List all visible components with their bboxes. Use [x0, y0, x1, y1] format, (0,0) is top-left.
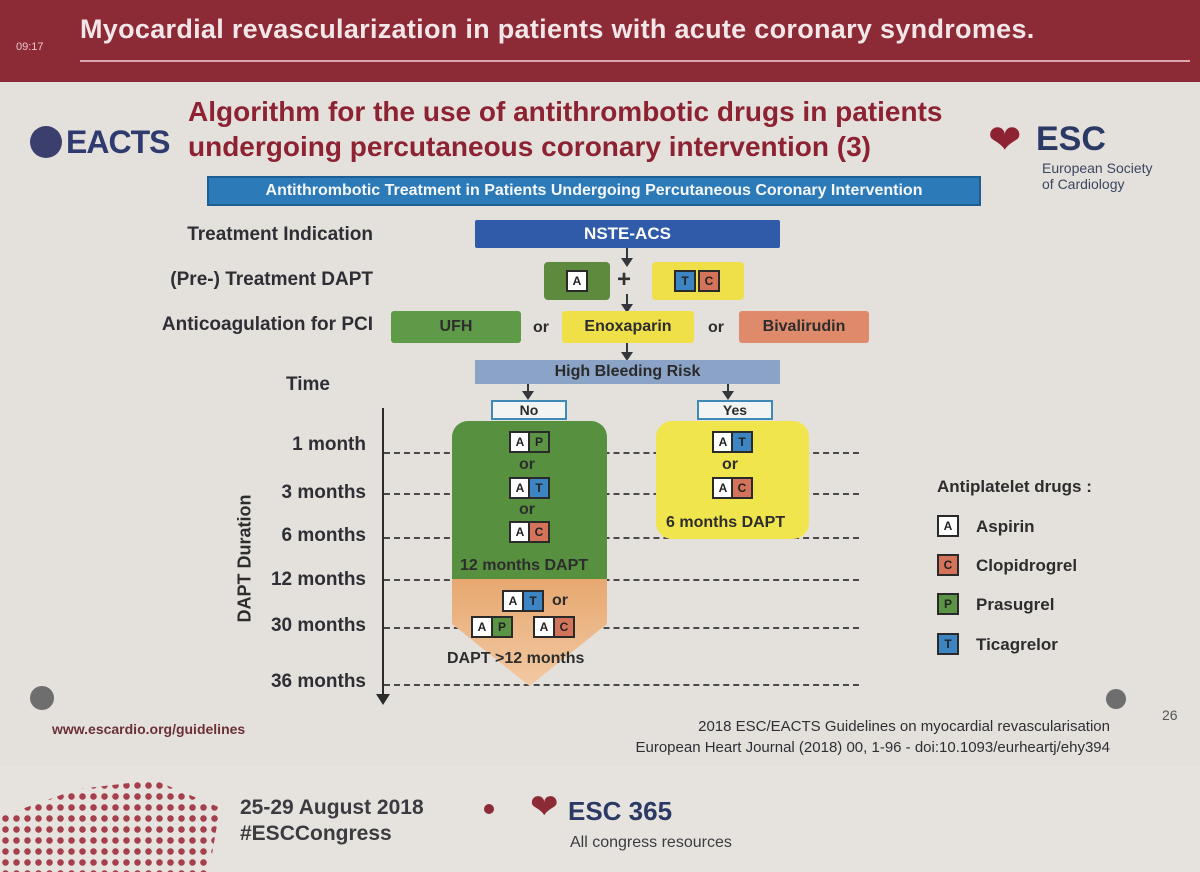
dapt-p2y12-box: T C	[652, 262, 744, 300]
slide-next-dot[interactable]	[1106, 689, 1126, 709]
esc-logo: ❤ ESC European Society of Cardiology	[988, 116, 1188, 196]
dapt-duration-axis-title: DAPT Duration	[235, 489, 256, 629]
drug-t-square: T	[674, 270, 696, 292]
eacts-wordmark: EACTS	[66, 124, 169, 161]
drug-a-square: A	[471, 616, 493, 638]
drug-c-square: C	[528, 521, 550, 543]
arrow-down-icon	[522, 391, 534, 400]
time-label-1-month: 1 month	[220, 434, 366, 456]
drug-t-square: T	[731, 431, 753, 453]
drug-a-square: A	[566, 270, 588, 292]
slide-number: 26	[1162, 707, 1178, 723]
extended-duration: DAPT >12 months	[447, 650, 584, 668]
esc365-brand: ESC 365	[568, 796, 672, 827]
session-header: 09:17 Myocardial revascularization in pa…	[0, 0, 1200, 82]
dapt-label: (Pre-) Treatment DAPT	[100, 269, 373, 291]
legend-ticagrelor-label: Ticagrelor	[976, 635, 1058, 655]
title-divider	[80, 60, 1190, 62]
time-label-36-months: 36 months	[220, 671, 366, 693]
legend-clopidogrel-square: C	[937, 554, 959, 576]
legend-clopidogrel-label: Clopidrogrel	[976, 556, 1077, 576]
time-heading: Time	[240, 374, 330, 396]
dots-pattern	[0, 780, 220, 872]
section-banner: Antithrombotic Treatment in Patients Und…	[207, 176, 981, 206]
esc-wordmark: ESC	[1036, 120, 1106, 159]
anticoag-label: Anticoagulation for PCI	[100, 314, 373, 336]
congress-hashtag: #ESCCongress	[240, 822, 392, 846]
drug-a-square: A	[502, 590, 524, 612]
drug-p-square: P	[528, 431, 550, 453]
plus-icon: +	[617, 266, 631, 294]
slide-prev-dot[interactable]	[30, 686, 54, 710]
esc-subtitle-line1: European Society	[1042, 160, 1153, 176]
congress-dates: 25-29 August 2018	[240, 796, 424, 820]
citation: 2018 ESC/EACTS Guidelines on myocardial …	[560, 716, 1110, 758]
esc365-subtitle: All congress resources	[570, 834, 732, 852]
legend-aspirin-square: A	[937, 515, 959, 537]
slide-title-line1: Algorithm for the use of antithrombotic …	[188, 94, 988, 129]
yes-branch-duration: 6 months DAPT	[666, 514, 785, 532]
or-text: or	[552, 592, 568, 610]
session-title: Myocardial revascularization in patients…	[80, 14, 1035, 45]
time-axis	[382, 408, 384, 698]
drug-c-square: C	[731, 477, 753, 499]
esc-subtitle: European Society of Cardiology	[1042, 160, 1153, 192]
slide-title: Algorithm for the use of antithrombotic …	[188, 94, 988, 164]
legend-title: Antiplatelet drugs :	[937, 477, 1092, 497]
slide: EACTS Algorithm for the use of antithrom…	[0, 82, 1200, 766]
heart-icon: ❤	[988, 120, 1022, 160]
legend-prasugrel-square: P	[937, 593, 959, 615]
citation-line1: 2018 ESC/EACTS Guidelines on myocardial …	[560, 716, 1110, 737]
eacts-logo: EACTS	[30, 124, 180, 164]
no-tag: No	[491, 400, 567, 420]
enoxaparin-box: Enoxaparin	[562, 311, 694, 343]
ufh-box: UFH	[391, 311, 521, 343]
esc-subtitle-line2: of Cardiology	[1042, 176, 1153, 192]
or-text: or	[708, 319, 724, 337]
no-bleeding-panel: A P or A T or A C 12 months DAPT	[452, 421, 607, 579]
time-label-12-months: 12 months	[220, 569, 366, 591]
drug-a-square: A	[533, 616, 555, 638]
timeline-30-months	[384, 627, 859, 629]
bleeding-risk-panel: A T or A C 6 months DAPT	[656, 421, 809, 539]
congress-footer: 25-29 August 2018 #ESCCongress ❤ ESC 365…	[0, 766, 1200, 872]
legend-aspirin-label: Aspirin	[976, 517, 1035, 537]
separator-dot	[484, 804, 494, 814]
drug-t-square: T	[528, 477, 550, 499]
drug-c-square: C	[553, 616, 575, 638]
axis-arrow-down-icon	[376, 694, 390, 705]
slide-title-line2: undergoing percutaneous coronary interve…	[188, 129, 988, 164]
time-label-30-months: 30 months	[220, 615, 366, 637]
citation-line2: European Heart Journal (2018) 00, 1-96 -…	[560, 737, 1110, 758]
legend-ticagrelor-square: T	[937, 633, 959, 655]
guidelines-url[interactable]: www.escardio.org/guidelines	[52, 721, 245, 737]
timeline-36-months	[384, 684, 859, 686]
or-text: or	[519, 456, 535, 474]
session-time: 09:17	[16, 41, 44, 53]
bivalirudin-box: Bivalirudin	[739, 311, 869, 343]
indication-label: Treatment Indication	[100, 224, 373, 246]
or-text: or	[533, 319, 549, 337]
legend-prasugrel-label: Prasugrel	[976, 595, 1054, 615]
drug-p-square: P	[491, 616, 513, 638]
heart-icon: ❤	[530, 790, 559, 824]
dapt-aspirin-box: A	[544, 262, 610, 300]
eacts-emblem-icon	[30, 126, 62, 158]
drug-t-square: T	[522, 590, 544, 612]
time-label-6-months: 6 months	[220, 525, 366, 547]
time-label-3-months: 3 months	[220, 482, 366, 504]
no-branch-duration: 12 months DAPT	[460, 557, 588, 575]
high-bleeding-risk-bar: High Bleeding Risk	[475, 360, 780, 384]
or-text: or	[519, 501, 535, 519]
indication-box: NSTE-ACS	[475, 220, 780, 248]
arrow-down-icon	[722, 391, 734, 400]
yes-tag: Yes	[697, 400, 773, 420]
drug-c-square: C	[698, 270, 720, 292]
or-text: or	[722, 456, 738, 474]
